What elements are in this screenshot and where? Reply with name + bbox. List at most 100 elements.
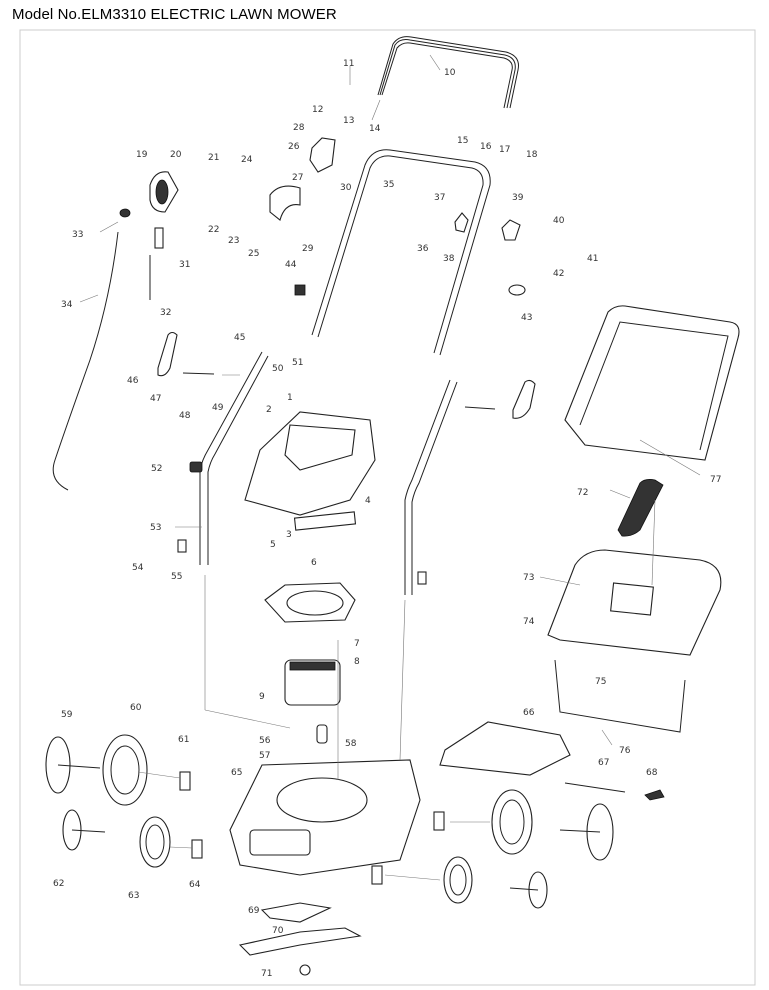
callout-32: 32 — [160, 308, 171, 318]
callout-74: 74 — [523, 617, 535, 627]
cable — [52, 231, 119, 491]
bracket-right-b — [371, 865, 383, 885]
callout-44: 44 — [285, 260, 297, 270]
callout-29: 29 — [302, 244, 314, 254]
callout-14: 14 — [369, 124, 381, 134]
cover-strip — [293, 511, 357, 531]
middle-handle — [311, 149, 491, 356]
bracket-right-a — [433, 811, 445, 831]
leader-lines — [79, 54, 701, 881]
knob-upper-right — [501, 219, 521, 241]
callout-22: 22 — [208, 225, 219, 235]
callout-51: 51 — [292, 358, 303, 368]
clamp-lever-left — [157, 331, 178, 377]
knob-mid-right — [454, 212, 469, 233]
motor — [284, 659, 341, 706]
wheel-large-front-right — [491, 789, 533, 855]
callout-42: 42 — [553, 269, 564, 279]
wheel-hub-rear-left — [62, 809, 106, 851]
grass-box — [564, 305, 740, 461]
callout-77: 77 — [710, 475, 721, 485]
wheel-hub-front-left — [45, 736, 101, 794]
callout-36: 36 — [417, 244, 429, 254]
bolt-right — [464, 406, 496, 410]
callout-12: 12 — [312, 105, 323, 115]
callout-56: 56 — [259, 736, 271, 746]
callout-47: 47 — [150, 394, 161, 404]
callout-19: 19 — [136, 150, 148, 160]
callout-9: 9 — [259, 692, 265, 702]
motor-cover-top — [284, 424, 356, 471]
callout-23: 23 — [228, 236, 239, 246]
callout-49: 49 — [212, 403, 224, 413]
callout-40: 40 — [553, 216, 565, 226]
callout-15: 15 — [457, 136, 468, 146]
upper-handle — [379, 39, 516, 109]
parts-drawings — [45, 36, 740, 976]
lower-handle-right — [404, 379, 458, 595]
wheel-small-rear-right — [443, 856, 473, 904]
callout-45: 45 — [234, 333, 245, 343]
spacer-52 — [189, 461, 203, 473]
callout-43: 43 — [521, 313, 532, 323]
callout-65: 65 — [231, 768, 242, 778]
callout-2: 2 — [266, 405, 272, 415]
callout-31: 31 — [179, 260, 190, 270]
callout-71: 71 — [261, 969, 272, 979]
callout-73: 73 — [523, 573, 534, 583]
callout-17: 17 — [499, 145, 510, 155]
bracket-right-c — [417, 571, 427, 585]
callout-8: 8 — [354, 657, 360, 667]
callout-39: 39 — [512, 193, 524, 203]
callout-57: 57 — [259, 751, 270, 761]
callout-46: 46 — [127, 376, 139, 386]
callout-54: 54 — [132, 563, 144, 573]
switch-cover — [309, 137, 336, 173]
cutting-blade — [238, 927, 362, 956]
callout-75: 75 — [595, 677, 606, 687]
callout-67: 67 — [598, 758, 609, 768]
grass-box-frame — [554, 659, 686, 733]
callout-26: 26 — [288, 142, 300, 152]
wheel-small-rear-left — [139, 816, 171, 868]
callout-61: 61 — [178, 735, 189, 745]
callout-66: 66 — [523, 708, 535, 718]
callout-20: 20 — [170, 150, 182, 160]
bracket-61 — [179, 771, 191, 791]
clamp-lever-right — [512, 379, 536, 419]
diagram-frame — [19, 29, 756, 986]
callout-7: 7 — [354, 639, 360, 649]
callout-59: 59 — [61, 710, 73, 720]
wheel-large-front-left — [102, 734, 148, 806]
callout-37: 37 — [434, 193, 445, 203]
callout-64: 64 — [189, 880, 201, 890]
callout-48: 48 — [179, 411, 191, 421]
rear-flap — [439, 721, 571, 776]
callout-69: 69 — [248, 906, 260, 916]
upper-handle-outline — [377, 36, 519, 109]
callout-52: 52 — [151, 464, 162, 474]
wheel-hub-front-right — [559, 803, 614, 861]
callout-labels: 1 2 3 4 5 6 7 8 9 10 11 12 13 14 15 16 1… — [53, 59, 721, 979]
callout-4: 4 — [365, 496, 371, 506]
blade-bolt — [299, 964, 311, 976]
callout-53: 53 — [150, 523, 161, 533]
callout-3: 3 — [286, 530, 292, 540]
grommet-33 — [119, 208, 131, 218]
callout-34: 34 — [61, 300, 73, 310]
callout-35: 35 — [383, 180, 394, 190]
callout-10: 10 — [444, 68, 456, 78]
callout-62: 62 — [53, 879, 64, 889]
callout-41: 41 — [587, 254, 598, 264]
callout-16: 16 — [480, 142, 492, 152]
callout-60: 60 — [130, 703, 142, 713]
callout-25: 25 — [248, 249, 259, 259]
callout-13: 13 — [343, 116, 354, 126]
callout-33: 33 — [72, 230, 83, 240]
callout-21: 21 — [208, 153, 219, 163]
callout-6: 6 — [311, 558, 317, 568]
axle — [564, 782, 626, 793]
handle-bracket — [269, 185, 301, 221]
callout-76: 76 — [619, 746, 631, 756]
